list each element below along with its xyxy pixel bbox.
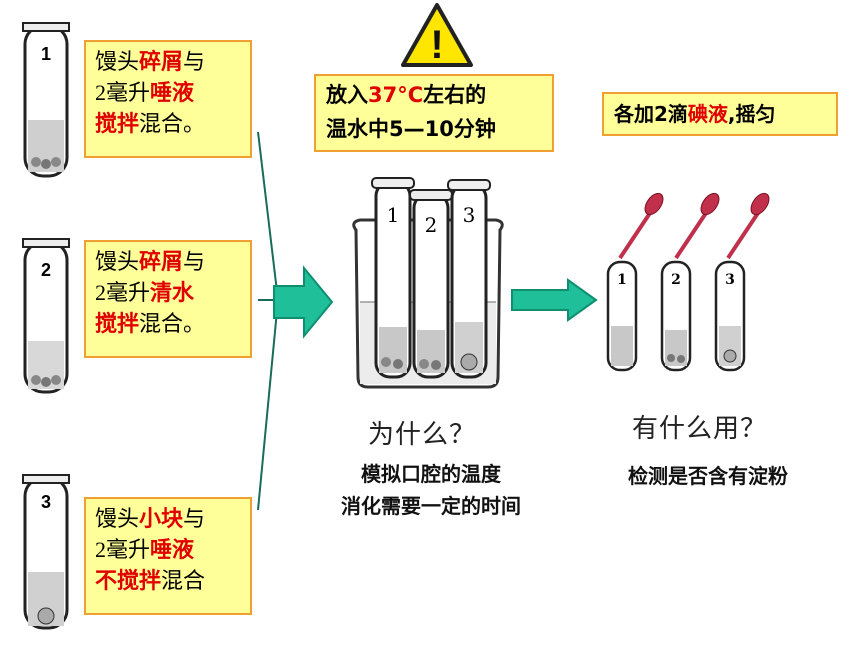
tube-number-2: 2 bbox=[41, 260, 51, 280]
warning-instructions: 放入37°C左右的 温水中5—10分钟 bbox=[314, 74, 554, 152]
svg-text:!: ! bbox=[430, 23, 443, 67]
tube-number-3: 3 bbox=[41, 492, 51, 512]
test-tube-3: 3 bbox=[22, 474, 70, 630]
tube-number-1: 1 bbox=[41, 44, 51, 64]
iodine-test-tubes: 1 2 3 bbox=[606, 192, 770, 372]
why-answer: 模拟口腔的温度 消化需要一定的时间 bbox=[341, 462, 521, 518]
arrow-to-droppers-icon bbox=[511, 278, 598, 322]
right-tube-label-2: 2 bbox=[671, 272, 681, 288]
tube-1-description: 馒头碎屑与 2毫升唾液 搅拌混合。 bbox=[84, 40, 252, 158]
why-question: 为什么？ bbox=[368, 420, 477, 450]
tube-2-description: 馒头碎屑与 2毫升清水 搅拌混合。 bbox=[84, 240, 252, 358]
use-answer: 检测是否含有淀粉 bbox=[628, 464, 788, 488]
iodine-instructions: 各加2滴碘液,摇匀 bbox=[602, 92, 838, 136]
test-tube-2: 2 bbox=[22, 238, 70, 394]
beaker-tube-label-2: 2 bbox=[425, 213, 438, 237]
test-tube-1: 1 bbox=[22, 22, 70, 178]
beaker-tube-label-1: 1 bbox=[387, 203, 400, 227]
right-tube-label-1: 1 bbox=[617, 272, 627, 288]
beaker-tube-label-3: 3 bbox=[463, 203, 476, 227]
water-bath-beaker: 1 2 3 bbox=[352, 177, 504, 389]
use-question: 有什么用？ bbox=[632, 414, 768, 444]
warning-icon: ! bbox=[401, 3, 473, 67]
arrow-to-beaker-icon bbox=[273, 265, 334, 339]
right-tube-label-3: 3 bbox=[725, 272, 735, 288]
tube-3-description: 馒头小块与 2毫升唾液 不搅拌混合 bbox=[84, 497, 252, 615]
